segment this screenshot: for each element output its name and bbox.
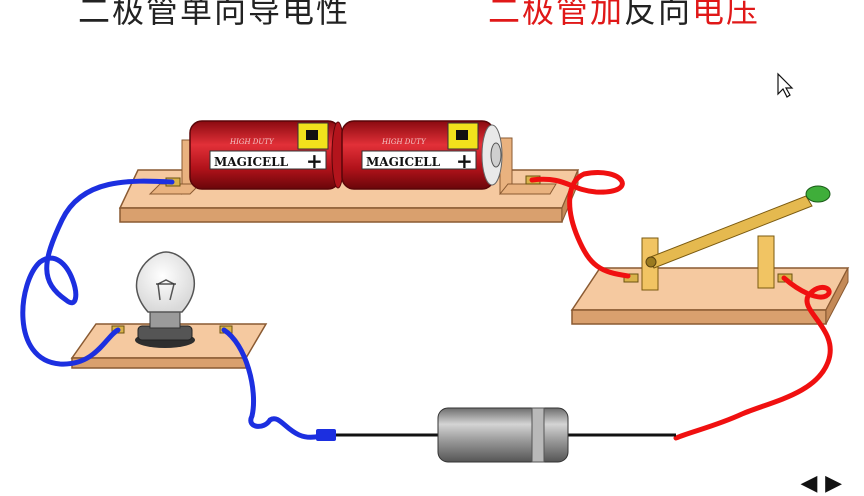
- circuit-slide: 二极管单向导电性 二极管加反向电压: [20, 0, 850, 496]
- slide-nav-arrows[interactable]: ◀ ▶: [800, 471, 843, 496]
- switch-handle-knob[interactable]: [805, 185, 831, 203]
- wire-battery-to-switch: [529, 170, 631, 279]
- title-part-reverse: 反向: [624, 0, 693, 30]
- battery-cell-2: MAGICELL + HIGH DUTY: [341, 120, 503, 190]
- diode: [437, 407, 569, 463]
- battery-1-brand: MAGICELL: [214, 155, 289, 169]
- battery-1-tagline: HIGH DUTY: [229, 138, 275, 146]
- wire-battery-to-lamp: [20, 178, 175, 367]
- mouse-pointer-icon: [777, 72, 794, 98]
- title-part-voltage: 电压: [692, 0, 761, 30]
- light-bulb: [135, 251, 196, 348]
- circuit-diagram: MAGICELL + HIGH DUTY MAGICELL + HIGH DUT…: [20, 72, 850, 463]
- slide-title-left: 二极管单向导电性: [78, 0, 351, 30]
- switch-terminal-left: [623, 273, 639, 283]
- slide-title-right: 二极管加反向电压: [488, 0, 760, 32]
- diode-cathode-band: [531, 407, 545, 463]
- battery-1-plus: +: [306, 149, 323, 173]
- battery-holder-right: [498, 137, 557, 195]
- battery-2-plus: +: [456, 149, 473, 173]
- wire-switch-to-diode: [673, 275, 833, 441]
- diode-blue-clip: [316, 429, 336, 441]
- wire-lamp-to-diode: [221, 327, 323, 440]
- battery-cell-1: MAGICELL + HIGH DUTY: [189, 120, 345, 190]
- title-part-diode: 二极管加: [488, 0, 625, 30]
- knife-switch[interactable]: [641, 185, 831, 291]
- battery-2-tagline: HIGH DUTY: [381, 138, 427, 146]
- battery-2-brand: MAGICELL: [366, 155, 441, 169]
